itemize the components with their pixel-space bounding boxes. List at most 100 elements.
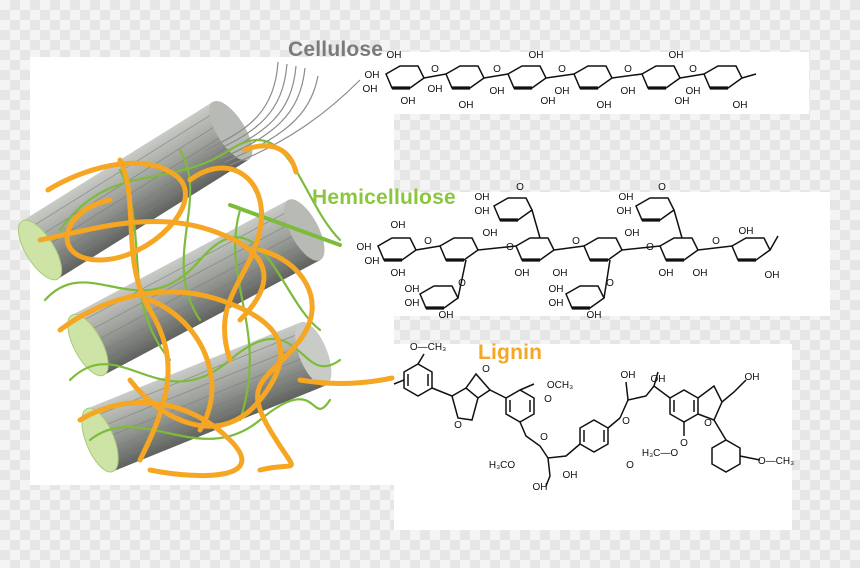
hemicellulose-atoms: OH OH OH OH O OH OH OH O O OH OH O OH OH… [357, 182, 780, 321]
oh-label: OH [549, 284, 564, 295]
oh-label: OH [490, 86, 505, 97]
o-label: O [704, 418, 712, 429]
xylose-branch [635, 197, 675, 221]
lignin-panel [394, 344, 792, 530]
sugar-ring [439, 237, 479, 261]
hemicellulose-strands [43, 139, 342, 442]
glucose-ring [507, 65, 547, 89]
o-label: O [454, 420, 462, 431]
hemicellulose-bold-bonds [384, 218, 756, 310]
o-label: O [544, 394, 552, 405]
oh-label: OH [365, 256, 380, 267]
o-label: O [624, 64, 632, 75]
oh-label: OH [669, 50, 684, 61]
oh-label: OH [475, 192, 490, 203]
sugar-ring [377, 237, 417, 261]
oh-label: OH [733, 100, 748, 111]
glucose-ring [445, 65, 485, 89]
o-label: O [558, 64, 566, 75]
methoxy-label: O—CH₃ [410, 342, 446, 353]
o-label: O [606, 278, 614, 289]
o-label: O [506, 242, 514, 253]
glucose-ring [641, 65, 681, 89]
oh-label: OH [563, 470, 578, 481]
sugar-ring [731, 237, 771, 261]
oh-label: OH [765, 270, 780, 281]
lignin-atoms: O—CH₃ O O OCH₃ O O H₃CO OH OH O O OH OH … [410, 342, 794, 493]
o-label: O [680, 438, 688, 449]
oh-label: OH [483, 228, 498, 239]
o-label: O [482, 364, 490, 375]
o-label: O [646, 242, 654, 253]
glucose-ring [385, 65, 425, 89]
oh-label: OH [555, 86, 570, 97]
fiber-bundle-illustration [17, 61, 395, 479]
o-label: O [689, 64, 697, 75]
xylose-branch [493, 197, 533, 221]
lignin-label: Lignin [478, 341, 543, 364]
oh-label: OH [459, 100, 474, 111]
h3co-label: H₃CO [489, 460, 516, 471]
oh-label: OH [619, 192, 634, 203]
o-label: O [572, 236, 580, 247]
o-label: O [712, 236, 720, 247]
lignin-structure [393, 353, 761, 487]
oh-label: OH [391, 268, 406, 279]
o-label: O [431, 64, 439, 75]
o-label: O [458, 278, 466, 289]
o-label: O [424, 236, 432, 247]
sugar-ring [515, 237, 555, 261]
oh-label: OH [621, 86, 636, 97]
o-label: O [626, 460, 634, 471]
oh-label: OH [675, 96, 690, 107]
oh-label: OH [659, 268, 674, 279]
xylose-branch [565, 285, 605, 309]
cellulose-label: Cellulose [288, 38, 384, 61]
glucose-ring [703, 65, 743, 89]
oh-label: OH [693, 268, 708, 279]
lignin-ribbons [37, 143, 395, 479]
hemicellulose-label: Hemicellulose [312, 186, 456, 209]
oh-label: OH [553, 268, 568, 279]
oh-label: OH [365, 70, 380, 81]
sugar-ring [583, 237, 623, 261]
oh-label: OH [686, 86, 701, 97]
oh-label: OH [587, 310, 602, 321]
oh-label: OH [541, 96, 556, 107]
hemicellulose-structure [377, 197, 779, 309]
hemicellulose-panel [343, 192, 830, 316]
o-label: O [540, 432, 548, 443]
oh-label: OH [625, 228, 640, 239]
oh-label: OH [739, 226, 754, 237]
och3-label: OCH₃ [547, 380, 573, 391]
o-label: O [658, 182, 666, 193]
h3c-o-label: H₃C—O [642, 448, 679, 459]
oh-label: OH [387, 50, 402, 61]
oh-label: OH [549, 298, 564, 309]
xylose-branch [419, 285, 459, 309]
oh-label: OH [617, 206, 632, 217]
oh-label: OH [597, 100, 612, 111]
oh-label: OH [439, 310, 454, 321]
oh-label: OH [428, 84, 443, 95]
oh-label: OH [401, 96, 416, 107]
oh-label: OH [621, 370, 636, 381]
o-label: O [493, 64, 501, 75]
o-label: O [516, 182, 524, 193]
oh-label: OH [475, 206, 490, 217]
glucose-ring [573, 65, 613, 89]
oh-label: OH [405, 284, 420, 295]
oh-label: OH [515, 268, 530, 279]
cellulose-atoms: OH OH OH OH O OH OH OH OH O O OH OH OH O… [363, 50, 748, 111]
oh-label: OH [745, 372, 760, 383]
methoxy-label: O—CH₃ [758, 456, 794, 467]
oh-label: OH [391, 220, 406, 231]
aromatic-ring [711, 439, 741, 473]
oh-label: OH [529, 50, 544, 61]
oh-label: OH [363, 84, 378, 95]
o-label: O [622, 416, 630, 427]
oh-label: OH [357, 242, 372, 253]
oh-label: OH [533, 482, 548, 493]
sugar-ring [659, 237, 699, 261]
